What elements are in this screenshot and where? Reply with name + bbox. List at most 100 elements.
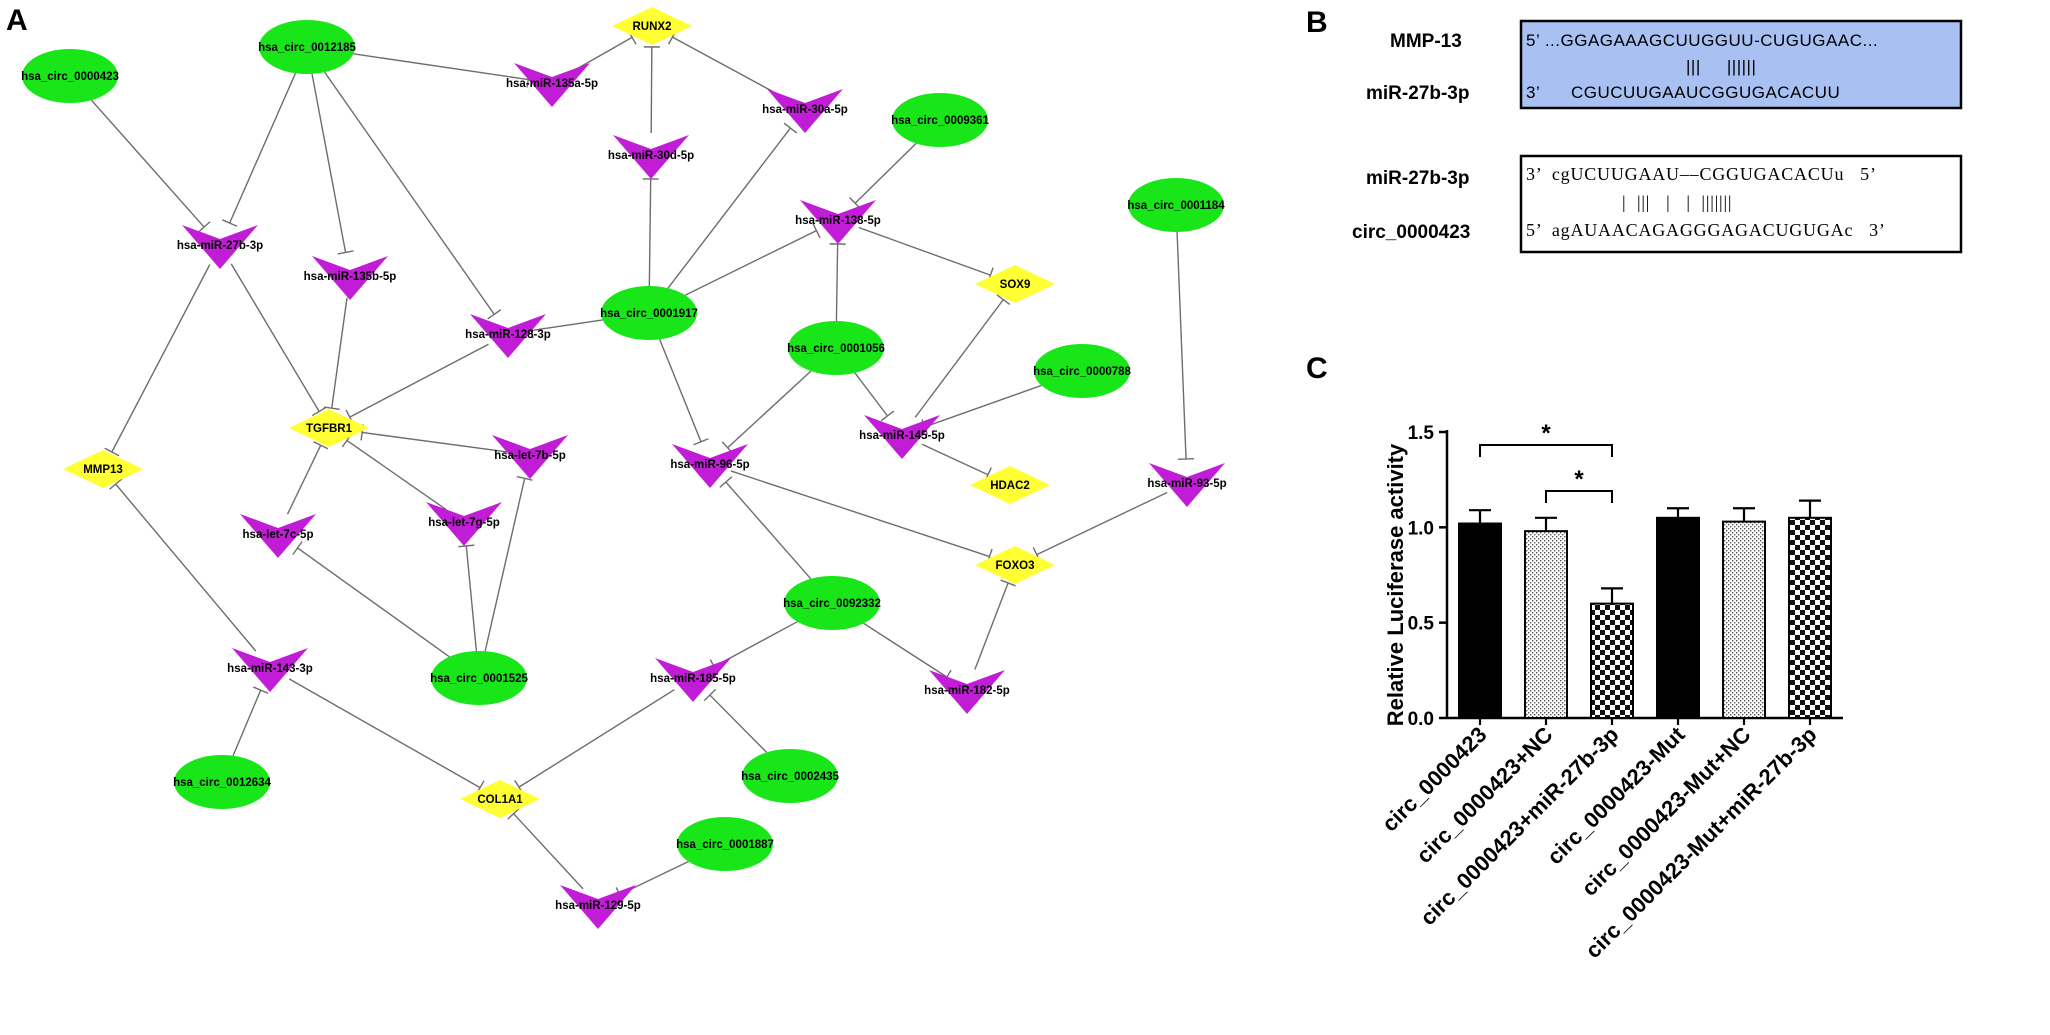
panel-c-letter: C (1306, 352, 1328, 385)
node-shape-circ (431, 651, 527, 705)
node-hsa-circ-0002435: hsa_circ_0002435 (741, 749, 840, 803)
node-shape-gene (460, 780, 540, 818)
y-tick-label: 1.0 (1408, 518, 1434, 539)
node-hsa-circ-0000788: hsa_circ_0000788 (1033, 344, 1132, 398)
node-shape-mirna (800, 200, 876, 244)
network-edge (1176, 231, 1195, 461)
node-label: hsa_circ_0012634 (173, 777, 271, 789)
significance-star: * (1541, 420, 1551, 447)
network-edge (719, 476, 812, 580)
node-shape-mirna (240, 514, 316, 558)
node-hsa-circ-0001184: hsa_circ_0001184 (1127, 178, 1225, 232)
node-runx2: RUNX2 (612, 7, 692, 45)
network-edge (658, 339, 709, 446)
node-shape-mirna (655, 658, 731, 702)
node-label: hsa_circ_0001917 (600, 308, 698, 320)
bar (1458, 522, 1502, 720)
node-hsa-circ-0009361: hsa_circ_0009361 (891, 93, 990, 147)
node-label: hsa_circ_0009361 (891, 115, 989, 127)
node-shape-gene (970, 466, 1050, 504)
node-label: hsa-miR-27b-3p (177, 240, 263, 252)
network-edge (109, 478, 257, 652)
node-label: hsa-miR-30d-5p (608, 150, 694, 162)
node-col1a1: COL1A1 (460, 780, 540, 818)
node-shape-mirna (232, 648, 308, 692)
network-edge (854, 372, 895, 422)
node-hsa-mir-96-5p: hsa-miR-96-5p (670, 444, 750, 488)
network-edge (341, 433, 447, 511)
node-shape-mirna (929, 670, 1005, 714)
node-hsa-mir-129-5p: hsa-miR-129-5p (555, 885, 641, 929)
network-edge (222, 72, 297, 227)
node-label: hsa-let-7c-5p (243, 529, 314, 541)
node-label: hsa-let-7g-5p (428, 517, 500, 529)
box2-bottom-label: circ_0000423 (1352, 222, 1470, 243)
node-hsa-mir-182-5p: hsa-miR-182-5p (924, 670, 1010, 714)
node-shape-mirna (470, 314, 546, 358)
node-label: hsa-miR-93-5p (1147, 478, 1226, 490)
interaction-network: hsa_circ_0000423hsa_circ_0012185RUNX2hsa… (21, 7, 1227, 929)
box2-top-sequence: 3’ cgUCUUGAAU––CGGUGACACUu 5’ (1526, 164, 1877, 184)
alignment-box-mmp13 (1519, 19, 1963, 110)
node-hsa-let-7g-5p: hsa-let-7g-5p (426, 502, 502, 546)
node-label: hsa_circ_0092332 (783, 598, 881, 610)
node-tgfbr1: TGFBR1 (289, 409, 369, 447)
node-mmp13: MMP13 (63, 450, 143, 488)
node-label: RUNX2 (633, 21, 672, 33)
box1-top-label: MMP-13 (1390, 31, 1462, 52)
box2-top-label: miR-27b-3p (1366, 168, 1469, 189)
node-shape-gene (612, 7, 692, 45)
node-label: hsa-miR-129-5p (555, 900, 641, 912)
network-edge (730, 470, 993, 565)
y-tick-label: 0.0 (1408, 709, 1434, 730)
node-shape-circ (892, 93, 988, 147)
node-hsa-mir-30d-5p: hsa-miR-30d-5p (608, 135, 694, 179)
network-edge (292, 541, 450, 658)
node-label: hsa-miR-185-5p (650, 673, 736, 685)
network-edge (643, 46, 660, 134)
network-edge (858, 226, 994, 283)
node-hsa-circ-0001525: hsa_circ_0001525 (430, 651, 529, 705)
node-label: hsa-miR-138-5p (795, 215, 881, 227)
node-hsa-let-7c-5p: hsa-let-7c-5p (240, 514, 316, 558)
node-label: hsa_circ_0001184 (1127, 200, 1225, 212)
node-hsa-mir-30a-5p: hsa-miR-30a-5p (762, 89, 848, 133)
node-label: hsa-miR-145-5p (859, 430, 945, 442)
node-label: hsa-miR-30a-5p (762, 104, 848, 116)
node-shape-gene (975, 265, 1055, 303)
network-edge (507, 807, 584, 890)
node-shape-circ (601, 286, 697, 340)
network-edge (829, 243, 846, 322)
node-hsa-circ-0001887: hsa_circ_0001887 (676, 817, 774, 871)
network-edge (668, 29, 786, 100)
box1-bottom-sequence: 3’ CGUCUUGAAUCGGUGACACUU (1526, 83, 1840, 102)
bar (1722, 520, 1766, 720)
node-hsa-circ-0012634: hsa_circ_0012634 (173, 755, 272, 809)
network-edge (703, 688, 768, 753)
significance-star: * (1574, 466, 1584, 493)
node-hdac2: HDAC2 (970, 466, 1050, 504)
luciferase-bar-chart: Relative Luciferase activity 0.00.51.01.… (1377, 420, 1843, 963)
node-label: hsa_circ_0001056 (787, 343, 885, 355)
node-hsa-circ-0001917: hsa_circ_0001917 (600, 286, 698, 340)
node-hsa-mir-128-3p: hsa-miR-128-3p (465, 314, 551, 358)
network-edge (974, 579, 1016, 670)
node-hsa-mir-135b-5p: hsa-miR-135b-5p (304, 256, 396, 300)
node-label: hsa-miR-128-3p (465, 329, 551, 341)
node-shape-mirna (560, 885, 636, 929)
panel-b-letter: B (1306, 6, 1328, 39)
box2-bottom-sequence: 5’ agAUAACAGAGGGAGACUGUGAc 3’ (1526, 220, 1886, 240)
node-hsa-mir-27b-3p: hsa-miR-27b-3p (177, 225, 263, 269)
node-shape-mirna (1149, 463, 1225, 507)
node-shape-mirna (613, 135, 689, 179)
network-edge (232, 686, 269, 756)
box2-pair-bars: | ||| | | ||||||| (1622, 192, 1732, 212)
network-edges (90, 29, 1195, 903)
network-edge (323, 297, 348, 410)
box1-bottom-label: miR-27b-3p (1366, 83, 1469, 104)
node-label: FOXO3 (996, 560, 1035, 572)
y-axis-label: Relative Luciferase activity (1383, 443, 1408, 726)
network-edge (458, 544, 478, 652)
panel-b-alignments: MMP-13 miR-27b-3p 5’ ...GGAGAAAGCUUGGUU-… (1352, 19, 1963, 254)
node-hsa-let-7b-5p: hsa-let-7b-5p (492, 435, 568, 479)
